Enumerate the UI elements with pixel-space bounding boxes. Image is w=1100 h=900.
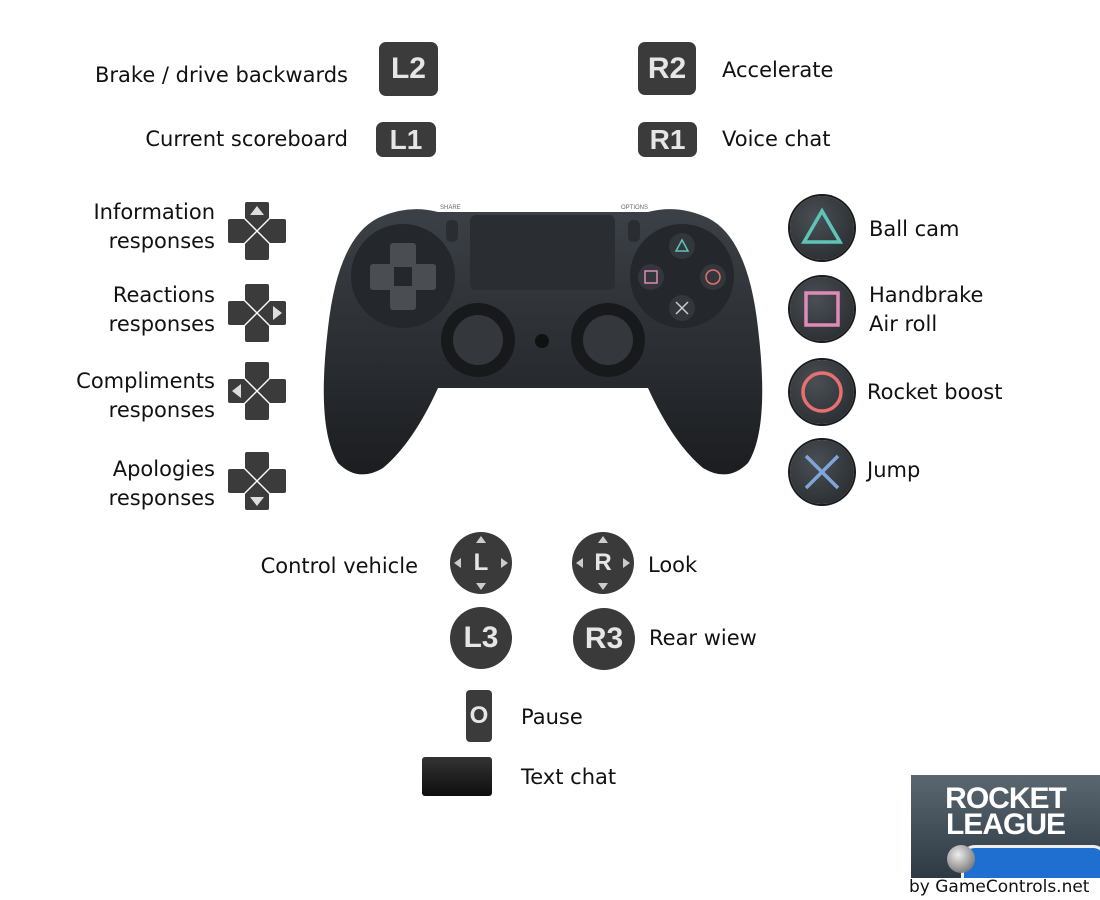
dpad-right-line2: responses	[108, 312, 215, 336]
triangle-label: Ball cam	[869, 217, 960, 241]
ps4-controller-image: SHARE OPTIONS	[318, 198, 768, 483]
left-stick-key: L	[473, 549, 489, 576]
square-button-icon	[790, 277, 854, 341]
dpad-left-line1: Compliments	[76, 369, 215, 393]
dpad-down-line2: responses	[108, 486, 215, 510]
left-stick-label: Control vehicle	[260, 554, 418, 578]
right-stick-label: Look	[648, 553, 698, 577]
dpad-up-line2: responses	[108, 229, 215, 253]
touchpad-icon	[422, 757, 492, 796]
dpad-left-label: Compliments responses	[76, 367, 215, 425]
credit-text: by GameControls.net	[909, 877, 1090, 897]
options-label: Pause	[521, 705, 583, 729]
cross-button-icon	[790, 440, 854, 504]
left-stick-icon: L	[450, 532, 512, 594]
l2-button-icon: L2	[379, 42, 438, 96]
cross-label: Jump	[867, 458, 921, 482]
l2-label: Brake / drive backwards	[95, 63, 348, 87]
dpad-up-line1: Information	[93, 200, 215, 224]
right-stick-icon: R	[572, 532, 634, 594]
dpad-right-icon	[226, 282, 288, 344]
dpad-right-label: Reactions responses	[109, 281, 215, 339]
square-label-line1: Handbrake	[869, 283, 984, 307]
dpad-up-icon	[226, 200, 288, 262]
rocket-league-logo: ROCKET LEAGUE	[911, 775, 1100, 878]
dpad-left-line2: responses	[108, 398, 215, 422]
logo-line2: LEAGUE	[945, 808, 1066, 841]
dpad-down-line1: Apologies	[112, 457, 215, 481]
share-text: SHARE	[440, 205, 461, 211]
r1-label: Voice chat	[722, 127, 831, 151]
logo-ball-shape	[947, 845, 975, 873]
r1-button-icon: R1	[638, 122, 697, 157]
options-text: OPTIONS	[621, 205, 648, 211]
right-stick-key: R	[594, 549, 612, 576]
l3-button-icon: L3	[450, 607, 512, 669]
r3-button-icon: R3	[573, 608, 635, 670]
dpad-down-icon	[226, 450, 288, 512]
triangle-button-icon	[790, 196, 854, 260]
r2-label: Accelerate	[722, 58, 834, 82]
options-button-icon: O	[466, 690, 492, 742]
logo-line1: ROCKET	[945, 782, 1067, 815]
r3-label: Rear wiew	[649, 626, 757, 650]
dpad-up-label: Information responses	[93, 198, 215, 256]
dpad-left-icon	[226, 360, 288, 422]
square-label-line2: Air roll	[869, 312, 938, 336]
dpad-right-line1: Reactions	[112, 283, 215, 307]
l1-label: Current scoreboard	[145, 127, 348, 151]
circle-label: Rocket boost	[867, 380, 1003, 404]
logo-shield-shape	[961, 845, 1100, 878]
dpad-down-label: Apologies responses	[109, 455, 215, 513]
r2-button-icon: R2	[638, 42, 696, 95]
l1-button-icon: L1	[376, 122, 436, 157]
circle-button-icon	[790, 360, 854, 424]
touchpad-label: Text chat	[521, 765, 617, 789]
